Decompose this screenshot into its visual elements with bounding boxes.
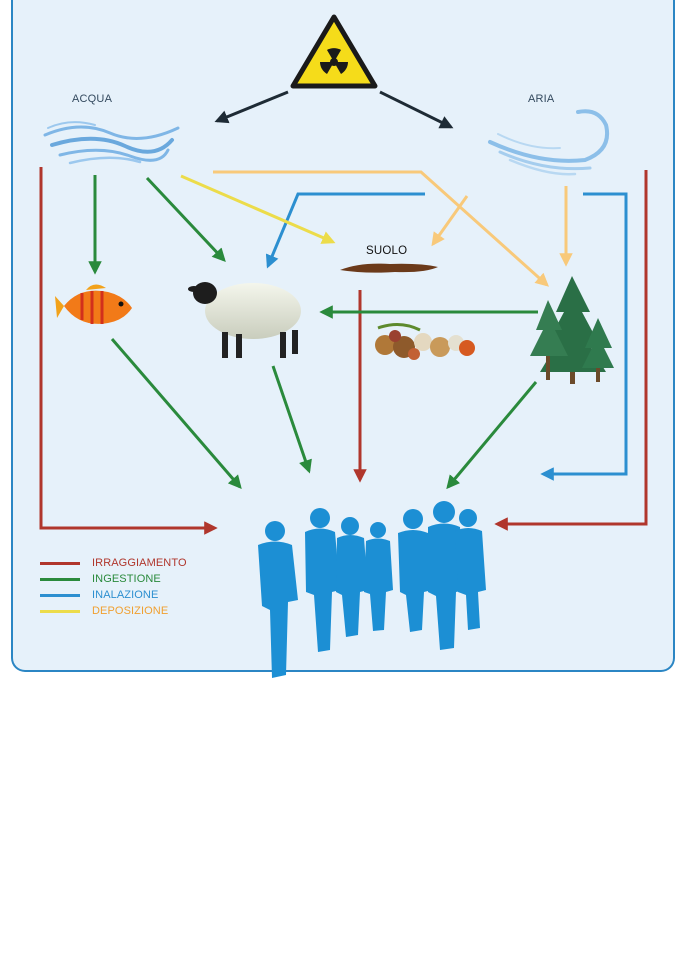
arrow-irraggiamento-air-to-people [494, 170, 648, 531]
legend-swatch-irraggiamento [40, 561, 80, 565]
arrow-ingestione-water-to-sheep [145, 176, 226, 262]
arrow-deposizione-air-to-soil [431, 195, 469, 247]
legend-label-ingestione: INGESTIONE [92, 573, 161, 585]
arrow-inalazione-air-to-sheep [265, 192, 425, 269]
legend-item-deposizione: DEPOSIZIONE [40, 603, 210, 619]
legend-swatch-ingestione [40, 577, 80, 581]
legend-item-ingestione: INGESTIONE [40, 571, 210, 587]
arrow-irraggiamento-water-to-people [39, 167, 218, 535]
vegetables-icon [375, 323, 475, 360]
sheep-icon [188, 282, 301, 358]
arrow-source-to-air [379, 90, 454, 129]
label-air: ARIA [528, 93, 555, 105]
label-water: ACQUA [72, 93, 113, 105]
soil-icon [340, 263, 438, 273]
legend: IRRAGGIAMENTO INGESTIONE INALAZIONE DEPO… [40, 555, 210, 619]
water-wave-icon [43, 121, 180, 165]
legend-label-deposizione: DEPOSIZIONE [92, 605, 169, 617]
legend-swatch-deposizione [40, 609, 80, 613]
legend-label-inalazione: INALAZIONE [92, 589, 159, 601]
legend-label-irraggiamento: IRRAGGIAMENTO [92, 557, 187, 569]
arrow-ingestione-fish-to-people [110, 338, 242, 490]
fish-icon [55, 284, 132, 324]
arrow-ingestione-trees-to-people [446, 381, 538, 490]
arrow-ingestione-sheep-to-people [271, 365, 312, 474]
pine-trees-icon [530, 276, 614, 384]
legend-item-irraggiamento: IRRAGGIAMENTO [40, 555, 210, 571]
legend-item-inalazione: INALAZIONE [40, 587, 210, 603]
arrow-inalazione-air-to-people [540, 192, 628, 481]
arrow-source-to-water [214, 90, 289, 124]
air-wind-icon [488, 109, 609, 176]
arrow-deposizione-water-to-soil [180, 174, 336, 244]
radiation-hazard-icon [290, 14, 378, 89]
label-soil: SUOLO [366, 245, 408, 257]
people-silhouettes-icon [258, 501, 486, 678]
legend-swatch-inalazione [40, 593, 80, 597]
arrow-deposizione-air-to-trees [213, 170, 550, 287]
